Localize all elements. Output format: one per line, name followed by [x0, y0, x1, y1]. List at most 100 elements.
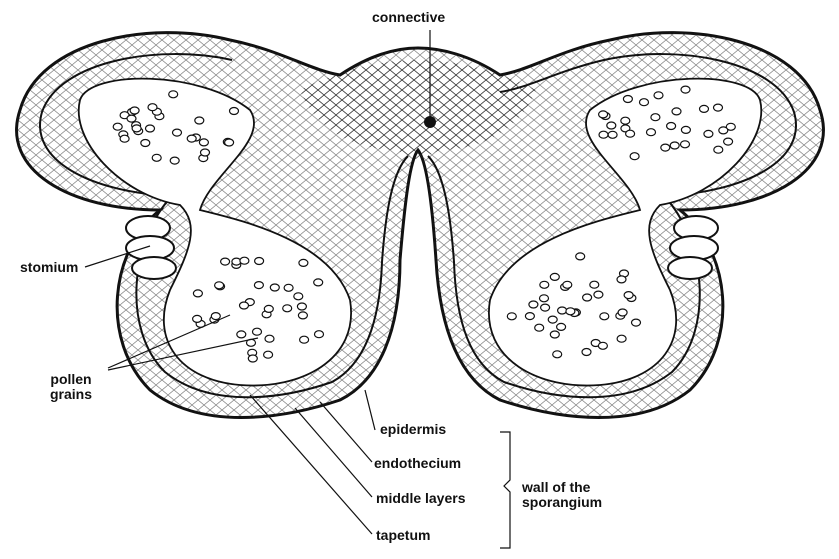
- pollen-grain: [608, 131, 617, 138]
- pollen-grain: [700, 105, 709, 112]
- pollen-grain: [225, 139, 234, 146]
- pollen-grain: [146, 125, 155, 132]
- pollen-grain: [284, 284, 293, 291]
- pollen-grain: [550, 273, 559, 280]
- label-endothecium: endothecium: [374, 456, 461, 471]
- pollen-grain: [621, 117, 630, 124]
- pollen-grain: [600, 313, 609, 320]
- pollen-grain: [169, 91, 178, 98]
- pollen-grain: [264, 305, 273, 312]
- pollen-grain: [599, 111, 608, 118]
- pollen-grain: [557, 323, 566, 330]
- pollen-grain: [264, 351, 273, 358]
- pollen-grain: [630, 153, 639, 160]
- pollen-grain: [141, 140, 150, 147]
- pollen-grain: [681, 141, 690, 148]
- pollen-grain: [624, 292, 633, 299]
- pollen-grain: [540, 295, 549, 302]
- pollen-grain: [654, 92, 663, 99]
- pollen-grain: [152, 154, 161, 161]
- pollen-grain: [704, 130, 713, 137]
- pollen-grain: [724, 138, 733, 145]
- pollen-grain: [221, 258, 230, 265]
- pollen-grain: [541, 304, 550, 311]
- pollen-grain: [529, 301, 538, 308]
- pollen-grain: [670, 142, 679, 149]
- stomium-right: [668, 216, 718, 279]
- pollen-grain: [553, 351, 562, 358]
- pollen-grain: [215, 282, 224, 289]
- pollen-grain: [132, 125, 141, 132]
- pollen-grain: [195, 117, 204, 124]
- pollen-grain: [299, 259, 308, 266]
- pollen-grain: [617, 276, 626, 283]
- pollen-grain: [618, 309, 627, 316]
- pollen-grain: [248, 355, 257, 362]
- pollen-grain: [563, 281, 572, 288]
- pollen-grain: [240, 302, 249, 309]
- pollen-grain: [672, 108, 681, 115]
- pollen-grain: [558, 307, 567, 314]
- pollen-grain: [632, 319, 641, 326]
- pollen-grain: [590, 281, 599, 288]
- stomium-left: [126, 216, 176, 279]
- pollen-grain: [651, 114, 660, 121]
- pollen-grain: [199, 139, 208, 146]
- pollen-grain: [550, 331, 559, 338]
- pollen-grain: [255, 258, 264, 265]
- pollen-grain: [582, 349, 591, 356]
- pollen-grain: [193, 315, 202, 322]
- pollen-grain: [623, 96, 632, 103]
- pollen-grain: [294, 293, 303, 300]
- label-epidermis: epidermis: [380, 422, 446, 437]
- pollen-grain: [667, 123, 676, 130]
- pollen-grain: [640, 99, 649, 106]
- pollen-grain: [170, 157, 179, 164]
- pollen-grain: [237, 331, 246, 338]
- pollen-grain: [130, 107, 139, 114]
- pollen-grain: [719, 127, 728, 134]
- pollen-grain: [127, 115, 136, 122]
- pollen-grain: [714, 146, 723, 153]
- pollen-grain: [594, 291, 603, 298]
- pollen-grain: [314, 279, 323, 286]
- pollen-grain: [681, 126, 690, 133]
- pollen-grain: [173, 129, 182, 136]
- pollen-grain: [240, 257, 249, 264]
- pollen-grain: [617, 335, 626, 342]
- label-tapetum: tapetum: [376, 528, 430, 543]
- label-connective: connective: [372, 10, 445, 25]
- pollen-grain: [507, 313, 516, 320]
- pollen-grain: [599, 131, 608, 138]
- pollen-grain: [187, 135, 196, 142]
- pollen-grain: [201, 149, 210, 156]
- pollen-grain: [300, 336, 309, 343]
- pollen-grain: [283, 305, 292, 312]
- pollen-grain: [315, 331, 324, 338]
- pollen-grain: [254, 282, 263, 289]
- pollen-grain: [535, 324, 544, 331]
- pollen-grain: [525, 313, 534, 320]
- pollen-grain: [566, 308, 575, 315]
- label-stomium: stomium: [20, 260, 78, 275]
- pollen-grain: [297, 303, 306, 310]
- pollen-grain: [540, 281, 549, 288]
- pollen-grain: [576, 253, 585, 260]
- pollen-grain: [193, 290, 202, 297]
- pollen-grain: [598, 342, 607, 349]
- pollen-grain: [265, 335, 274, 342]
- pollen-grain: [120, 135, 129, 142]
- label-pollen-grains: pollen grains: [50, 372, 92, 402]
- pollen-grain: [607, 122, 616, 129]
- label-wall-of-the-sporangium: wall of the sporangium: [522, 480, 602, 510]
- pollen-grain: [230, 108, 239, 115]
- pollen-grain: [661, 144, 670, 151]
- pollen-grain: [647, 129, 656, 136]
- label-middle-layers: middle layers: [376, 491, 466, 506]
- pollen-grain: [211, 313, 220, 320]
- pollen-grain: [113, 123, 122, 130]
- pollen-grain: [681, 86, 690, 93]
- pollen-grain: [148, 104, 157, 111]
- pollen-grain: [583, 294, 592, 301]
